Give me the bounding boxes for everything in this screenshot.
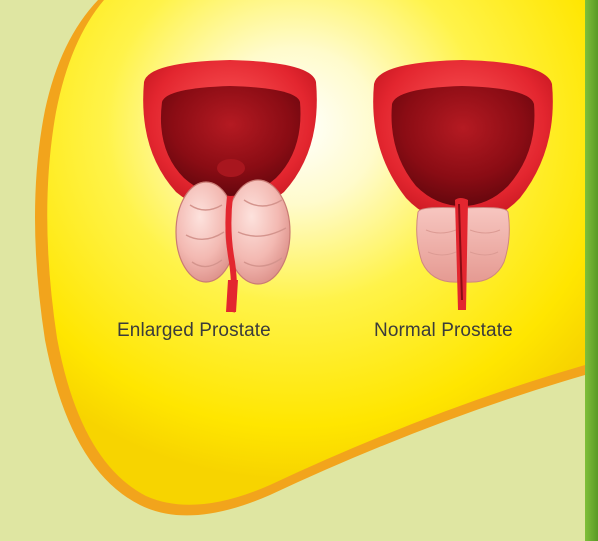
enlarged-prostate-caption: Enlarged Prostate: [117, 320, 271, 342]
right-green-band: [585, 0, 598, 541]
normal-prostate-caption: Normal Prostate: [374, 320, 513, 342]
